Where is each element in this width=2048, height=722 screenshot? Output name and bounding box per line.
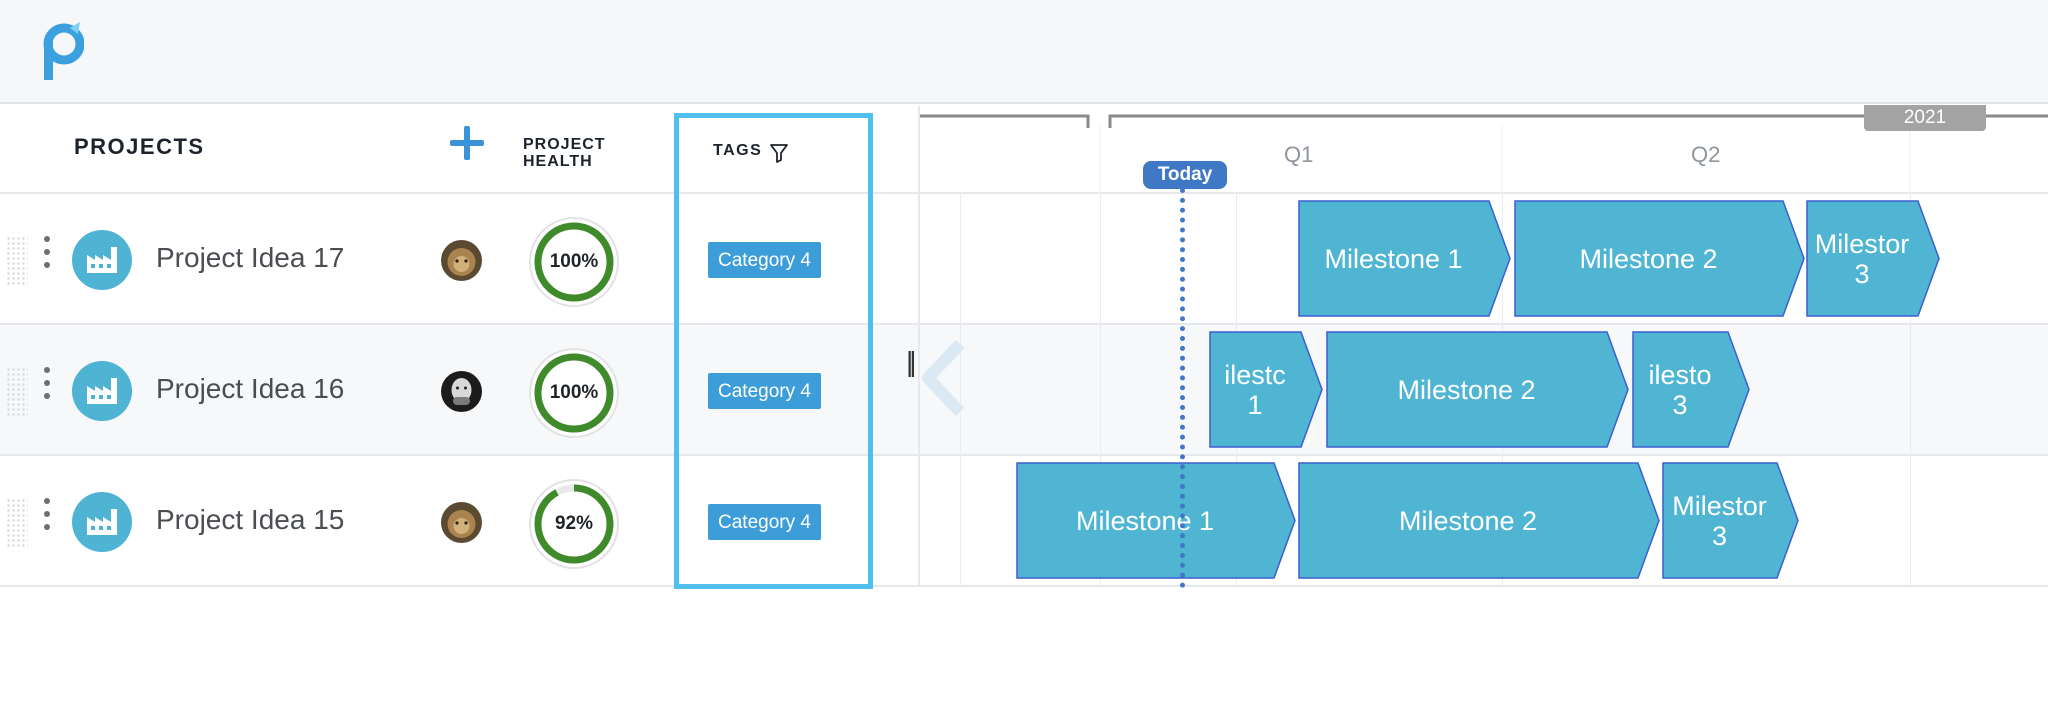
milestone-shape [1662,462,1799,579]
project-name[interactable]: Project Idea 17 [156,242,345,273]
projects-column-header[interactable]: PROJECTS [74,134,205,159]
health-gauge: 100% [528,216,620,308]
today-line [1180,188,1185,588]
milestone-bar[interactable]: Milestone 2 [1298,462,1660,579]
milestone-label: Milestone 2 [1397,374,1536,405]
project-health-label-line2: HEALTH [523,153,593,170]
milestone-shape [1016,462,1296,579]
lion-avatar[interactable] [441,240,482,281]
milestone-shape [1209,331,1323,448]
factory-icon[interactable] [72,361,132,421]
health-ring [529,217,619,307]
project-name[interactable]: Project Idea 15 [156,504,345,535]
timeline-brackets [920,114,2048,194]
quarter-label: Q2 [1691,142,1721,167]
more-options-icon[interactable] [40,236,54,274]
year-badge: 2021 [1864,105,1986,131]
grid-header: PROJECTS PROJECT HEALTH TAGS [0,106,918,194]
timeline-header [918,106,2048,194]
health-ring-fill [534,484,614,564]
milestone-shape [1298,462,1660,579]
milestone-shape [1298,200,1511,317]
planview-logo[interactable] [34,22,84,82]
more-options-icon[interactable] [40,498,54,536]
milestone-label: Milestone 2 [1398,505,1538,536]
health-ring-fill [534,353,614,433]
health-gauge: 92% [528,478,620,570]
timeline-row [920,456,2048,587]
health-percent: 100% [549,251,599,272]
grid-line [1910,194,1911,587]
project-row[interactable]: Project Idea 16 100% Category 4 [0,325,918,456]
quarter-label: Q1 [1284,142,1314,167]
timeline-row [920,194,2048,325]
project-health-label-line1: PROJECT [523,136,606,153]
tag-chip[interactable]: Category 4 [708,373,821,409]
lion-avatar[interactable] [441,502,482,543]
health-percent: 92% [554,513,594,534]
health-ring-fill [534,222,614,302]
milestone-shape [1632,331,1750,448]
milestone-shape [1806,200,1940,317]
health-ring [529,479,619,569]
milestone-bar[interactable]: Milestone 2 [1514,200,1805,317]
project-health-column-header[interactable]: PROJECT HEALTH [523,136,633,170]
chevron-left-icon[interactable] [918,338,968,418]
milestone-label: Milestone 2 [1579,243,1718,274]
project-name[interactable]: Project Idea 16 [156,373,345,404]
add-project-button[interactable] [448,124,486,162]
project-row[interactable]: Project Idea 15 92% Category 4 [0,456,918,587]
pane-splitter-handle[interactable]: || [906,346,916,377]
grid-line [960,194,961,587]
milestone-label: Milestone 1 [1324,243,1463,274]
health-percent: 100% [549,382,599,403]
factory-icon[interactable] [72,492,132,552]
milestone-shape [1514,200,1805,317]
tags-column-header[interactable]: TAGS [713,142,763,159]
today-marker[interactable]: Today [1143,161,1227,189]
drag-handle-icon[interactable] [6,236,28,286]
milestone-label: Milestone 1 [1075,505,1215,536]
drag-handle-icon[interactable] [6,367,28,417]
project-row[interactable]: Project Idea 17 100% Category 4 [0,194,918,325]
health-ring [529,348,619,438]
filter-icon[interactable] [770,143,788,163]
factory-icon[interactable] [72,230,132,290]
health-gauge: 100% [528,347,620,439]
milestone-bar[interactable]: Milestone 1 [1298,200,1511,317]
man-avatar[interactable] [441,371,482,412]
top-bar [0,0,2048,104]
grid-line [1100,194,1101,587]
more-options-icon[interactable] [40,367,54,405]
milestone-bar[interactable]: Milestone 1 [1016,462,1296,579]
milestone-bar[interactable]: Milestone 2 [1326,331,1629,448]
milestone-shape [1326,331,1629,448]
tag-chip[interactable]: Category 4 [708,504,821,540]
drag-handle-icon[interactable] [6,498,28,548]
tag-chip[interactable]: Category 4 [708,242,821,278]
